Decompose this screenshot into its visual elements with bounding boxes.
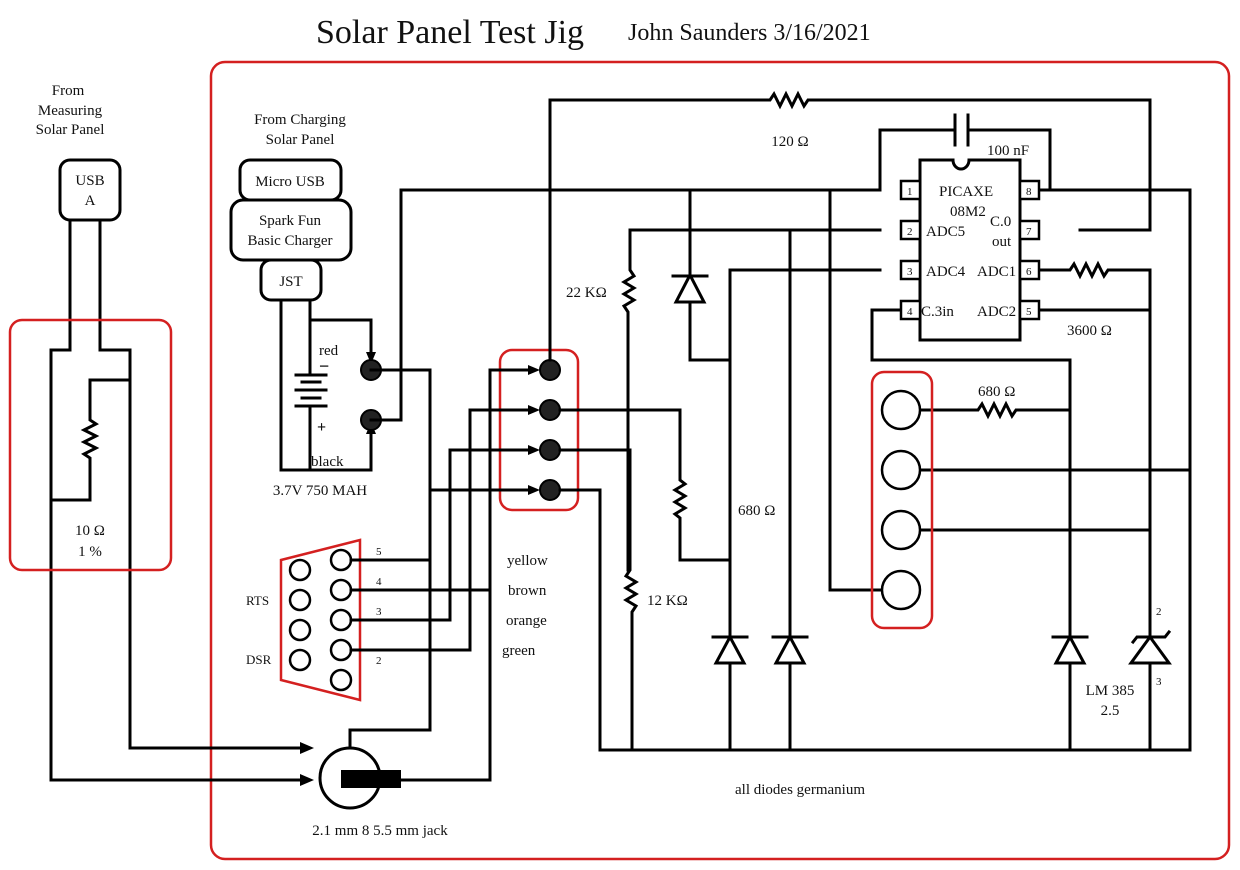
socket-4 [880, 569, 922, 611]
jack-label: 2.1 mm 8 5.5 mm jack [312, 823, 448, 839]
shunt-value: 10 Ω [75, 523, 105, 539]
svg-text:C.0: C.0 [990, 214, 1011, 230]
diode [711, 633, 749, 665]
socket-2 [880, 449, 922, 491]
resistor-12k-label: 12 KΩ [647, 593, 688, 609]
svg-text:ADC5: ADC5 [926, 224, 965, 240]
svg-text:Micro USB: Micro USB [255, 174, 325, 190]
svg-text:green: green [502, 643, 536, 659]
svg-text:6: 6 [1026, 266, 1032, 278]
arrow-icon [366, 352, 376, 364]
svg-text:Measuring: Measuring [38, 103, 103, 119]
shunt-tolerance: 1 % [78, 544, 102, 560]
svg-text:ADC1: ADC1 [977, 264, 1016, 280]
svg-text:ADC2: ADC2 [977, 304, 1016, 320]
diode [771, 633, 809, 665]
wiring-center [548, 90, 1192, 752]
header-pin-2 [539, 399, 561, 421]
header-pin-4 [539, 479, 561, 501]
svg-text:8: 8 [1026, 186, 1032, 198]
svg-text:USB: USB [75, 173, 104, 189]
battery: red − + black 3.7V 750 MAH [273, 298, 376, 499]
measuring-panel-label: From Measuring Solar Panel [36, 83, 105, 138]
wire-color-labels: yellow brown orange green [502, 553, 548, 659]
svg-text:2: 2 [376, 655, 382, 667]
jst-connector: JST [259, 258, 323, 302]
shunt-wiring [49, 218, 314, 786]
shunt-box [8, 318, 173, 572]
svg-text:3: 3 [907, 266, 913, 278]
usb-a-connector: USB A [58, 158, 122, 222]
resistor-680-mid-label: 680 Ω [738, 503, 775, 519]
arrow-icon [300, 742, 314, 754]
svg-text:brown: brown [508, 583, 547, 599]
db9-label-dsr: DSR [246, 652, 272, 667]
header-pins [539, 359, 561, 501]
ref-part: LM 385 [1086, 683, 1135, 699]
svg-text:C.3in: C.3in [921, 304, 954, 320]
arrow-icon [300, 774, 314, 786]
svg-text:yellow: yellow [507, 553, 548, 569]
svg-text:out: out [992, 234, 1012, 250]
svg-text:orange: orange [506, 613, 547, 629]
svg-text:08M2: 08M2 [950, 204, 986, 220]
svg-text:Basic Charger: Basic Charger [247, 233, 332, 249]
svg-text:Solar Panel: Solar Panel [266, 132, 335, 148]
db9-connector: RTS DSR 5 4 3 2 [246, 538, 382, 702]
db9-label-rts: RTS [246, 593, 269, 608]
svg-text:2.5: 2.5 [1101, 703, 1120, 719]
diode [671, 271, 709, 304]
svg-text:3: 3 [376, 606, 382, 618]
battery-lead-red: red [319, 343, 339, 359]
resistor-3600-label: 3600 Ω [1067, 323, 1112, 339]
svg-text:4: 4 [907, 306, 913, 318]
svg-text:1: 1 [907, 186, 913, 198]
resistor-680-right-label: 680 Ω [978, 384, 1015, 400]
diodes-note: all diodes germanium [735, 782, 865, 798]
svg-text:5: 5 [376, 546, 382, 558]
jig-enclosure [209, 60, 1231, 861]
ref-pin-bottom: 3 [1156, 676, 1162, 688]
capacitor-label: 100 nF [987, 143, 1029, 159]
svg-text:ADC4: ADC4 [926, 264, 966, 280]
resistor-22k-label: 22 KΩ [566, 285, 607, 301]
picaxe-ic: 1 2 3 4 8 7 6 5 PICAXE 08M2 ADC5 ADC4 C.… [899, 158, 1041, 342]
svg-text:7: 7 [1026, 226, 1032, 238]
zener-reference: 2 3 LM 385 2.5 [1086, 606, 1172, 719]
svg-text:Spark Fun: Spark Fun [259, 213, 322, 229]
svg-text:4: 4 [376, 576, 382, 588]
wiring-left [348, 188, 882, 782]
output-socket-box [870, 370, 934, 630]
author-date: John Saunders 3/16/2021 [628, 20, 871, 46]
svg-text:A: A [85, 193, 96, 209]
resistor-120-label: 120 Ω [771, 134, 808, 150]
svg-text:JST: JST [279, 274, 302, 290]
ref-pin-top: 2 [1156, 606, 1162, 618]
socket-1 [880, 389, 922, 431]
micro-usb-connector: Micro USB [238, 158, 343, 202]
ic-name: PICAXE [939, 184, 993, 200]
dc-jack: 2.1 mm 8 5.5 mm jack [312, 746, 448, 839]
plus-sign: + [317, 419, 326, 436]
header-box [498, 348, 580, 512]
svg-text:From: From [52, 83, 85, 99]
diode [1051, 633, 1089, 665]
battery-lead-black: black [311, 454, 344, 470]
header-pin-1 [539, 359, 561, 381]
svg-text:2: 2 [907, 226, 913, 238]
minus-sign: − [319, 356, 329, 376]
svg-text:Solar Panel: Solar Panel [36, 122, 105, 138]
output-sockets [880, 389, 922, 611]
charging-panel-label: From Charging [254, 112, 346, 128]
header-pin-3 [539, 439, 561, 461]
battery-label: 3.7V 750 MAH [273, 483, 367, 499]
title: Solar Panel Test Jig [316, 14, 584, 51]
svg-text:5: 5 [1026, 306, 1032, 318]
sparkfun-charger: Spark Fun Basic Charger [229, 198, 353, 262]
socket-3 [880, 509, 922, 551]
